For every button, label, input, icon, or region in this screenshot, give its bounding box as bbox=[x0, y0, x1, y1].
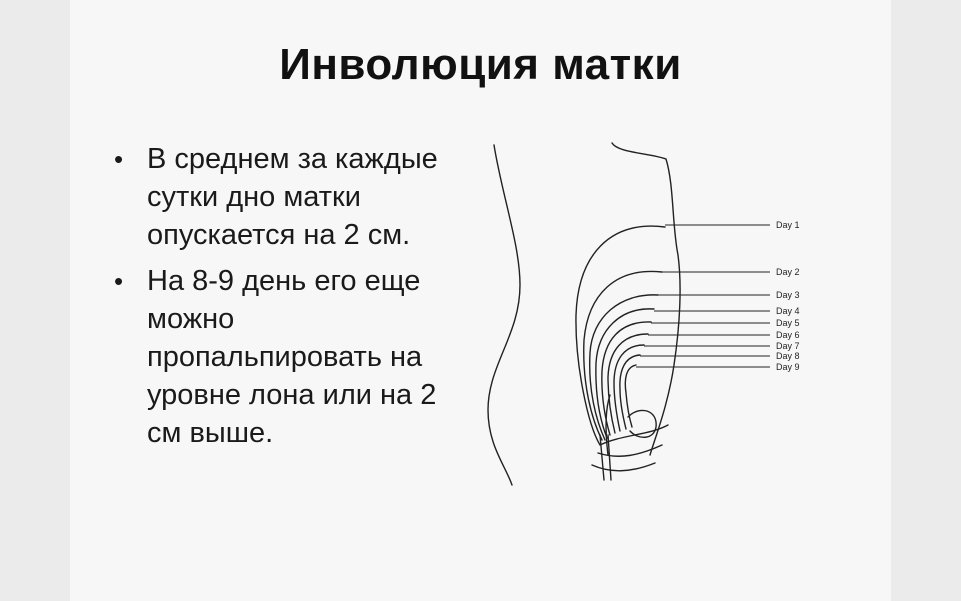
label-day-4: Day 4 bbox=[776, 306, 800, 316]
bullet-text-1: В среднем за каждые сутки дно матки опус… bbox=[147, 143, 438, 251]
uterus-day-1 bbox=[575, 225, 669, 446]
bullet-item-1: • В среднем за каждые сутки дно матки оп… bbox=[112, 140, 442, 254]
abdomen-outline bbox=[611, 142, 681, 456]
label-day-8: Day 8 bbox=[776, 351, 800, 361]
bullet-list: • В среднем за каждые сутки дно матки оп… bbox=[112, 140, 442, 460]
uterine-canal bbox=[605, 394, 611, 456]
uterus-day-6 bbox=[607, 333, 649, 434]
label-day-2: Day 2 bbox=[776, 267, 800, 277]
label-day-6: Day 6 bbox=[776, 330, 800, 340]
label-day-5: Day 5 bbox=[776, 318, 800, 328]
bullet-dot-icon: • bbox=[114, 144, 124, 174]
label-day-1: Day 1 bbox=[776, 220, 800, 230]
uterus-involution-diagram: Day 1 Day 2 Day 3 Day 4 Day 5 Day 6 Day … bbox=[480, 135, 820, 495]
label-day-9: Day 9 bbox=[776, 362, 800, 372]
uterus-day-2 bbox=[583, 270, 663, 441]
diagram-svg: Day 1 Day 2 Day 3 Day 4 Day 5 Day 6 Day … bbox=[487, 142, 800, 486]
uterus-day-4 bbox=[595, 308, 655, 439]
uterus-day-8 bbox=[619, 354, 641, 430]
bullet-item-2: • На 8-9 день его еще можно пропальпиров… bbox=[112, 262, 442, 452]
uterus-day-9 bbox=[624, 364, 637, 428]
bladder-outline bbox=[627, 409, 657, 438]
vaginal-canal bbox=[599, 434, 612, 481]
label-day-7: Day 7 bbox=[776, 341, 800, 351]
slide-background bbox=[70, 0, 891, 601]
pelvic-floor bbox=[591, 462, 656, 472]
back-outline bbox=[487, 144, 521, 486]
bullet-text-2: На 8-9 день его еще можно пропальпироват… bbox=[147, 265, 437, 449]
uterus-day-7 bbox=[613, 344, 645, 432]
uterus-day-3 bbox=[588, 294, 659, 441]
bullet-dot-icon: • bbox=[114, 266, 124, 296]
pubic-outline bbox=[597, 444, 663, 457]
label-day-3: Day 3 bbox=[776, 290, 800, 300]
slide-title: Инволюция матки bbox=[279, 40, 682, 89]
